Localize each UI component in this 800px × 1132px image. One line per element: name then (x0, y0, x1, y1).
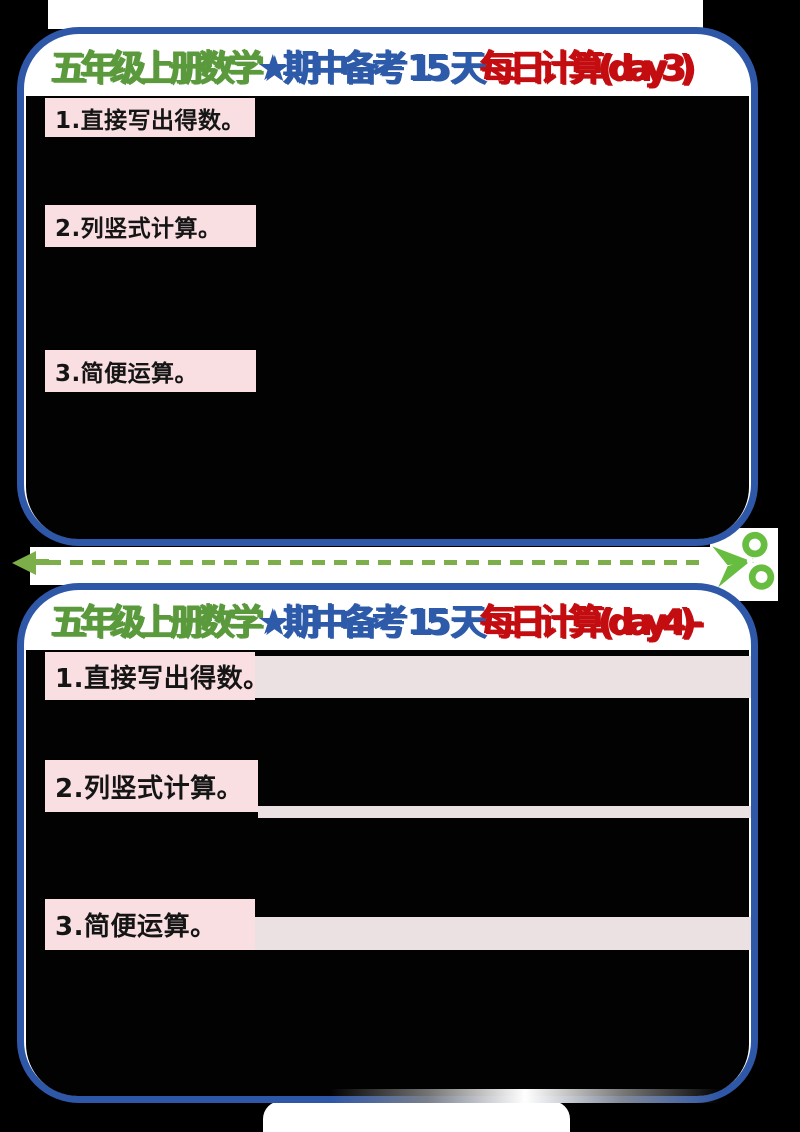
task-label-direct-answer: 1.直接写出得数。 (45, 652, 269, 700)
cut-line-white-strip (30, 547, 778, 585)
cut-dashed-line (48, 560, 708, 565)
title-midterm-text: ★期中备考 15 天 (256, 602, 486, 643)
bottom-photo-smudge (330, 1089, 720, 1103)
sheet-day3-erased-area (26, 96, 749, 539)
title-grade-text: 五年级上册数学 (50, 48, 263, 89)
task-label-simple-calc: 3.简便运算。 (45, 350, 256, 392)
title-grade-text: 五年级上册数学 (50, 602, 263, 643)
title-daily-calc-text: 每日计算(day4)- (479, 602, 704, 643)
scissors-icon (708, 527, 779, 601)
answer-strip-1 (255, 656, 751, 698)
left-arrow-icon (12, 551, 36, 575)
task-label-direct-answer: 1.直接写出得数。 (45, 98, 255, 137)
bottom-torn-tab (263, 1101, 570, 1132)
left-arrow-tail (34, 559, 49, 565)
title-midterm-text: ★期中备考 15 天 (256, 48, 486, 89)
sheet-day4-title: 五年级上册数学★期中备考 15 天每日计算(day4)- (50, 600, 704, 646)
title-daily-calc-text: 每日计算(day3) (479, 48, 695, 89)
sheet-day3-title: 五年级上册数学★期中备考 15 天每日计算(day3) (50, 46, 695, 92)
top-white-band (48, 0, 703, 29)
sheet-day4-erased-area (26, 650, 749, 1096)
answer-strip-2 (258, 806, 751, 818)
answer-strip-3 (255, 917, 751, 950)
task-label-simple-calc: 3.简便运算。 (45, 899, 255, 950)
task-label-vertical-calc: 2.列竖式计算。 (45, 205, 256, 247)
task-label-vertical-calc: 2.列竖式计算。 (45, 760, 258, 812)
